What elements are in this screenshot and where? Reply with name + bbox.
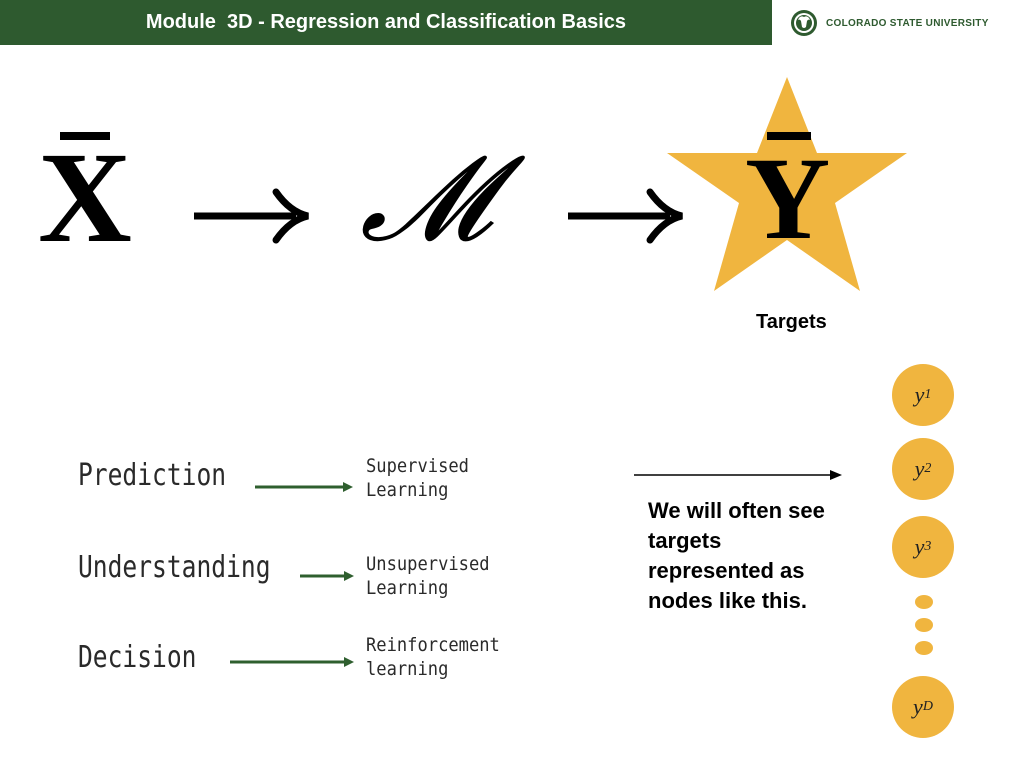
node-subscript: 1 <box>924 387 932 402</box>
output-symbol: Y <box>745 132 830 258</box>
node-base: y <box>914 534 925 559</box>
row-label-decision: Decision <box>78 640 197 675</box>
node-base: y <box>913 694 923 719</box>
model-symbol: 𝓜 <box>360 134 493 265</box>
node-base: y <box>914 382 925 407</box>
row-result-line1: Supervised <box>366 455 469 477</box>
row-result-supervised: Supervised Learning <box>366 454 469 502</box>
ellipsis-dot <box>915 641 933 655</box>
input-symbol-text: X <box>38 126 132 270</box>
node-subscript: D <box>922 699 933 714</box>
input-overbar <box>60 132 110 140</box>
row-result-line2: learning <box>366 658 449 680</box>
row-result-line2: Learning <box>366 577 449 599</box>
output-overbar <box>767 132 811 140</box>
output-symbol-text: Y <box>745 133 831 264</box>
row-result-reinforcement: Reinforcement learning <box>366 633 500 681</box>
row-result-unsupervised: Unsupervised Learning <box>366 552 490 600</box>
input-symbol: X <box>38 132 132 263</box>
green-arrow-icon <box>255 482 353 492</box>
green-arrow-icon <box>300 571 354 581</box>
row-result-line1: Unsupervised <box>366 553 490 575</box>
note-text: We will often see targets represented as… <box>648 498 825 613</box>
university-name: COLORADO STATE UNIVERSITY <box>826 17 989 29</box>
arrow-right-icon <box>194 188 309 244</box>
row-result-line2: Learning <box>366 479 449 501</box>
page-title: Module 3D - Regression and Classificatio… <box>145 11 627 33</box>
ellipsis-dot <box>915 618 933 632</box>
node-subscript: 3 <box>924 539 932 554</box>
row-result-line1: Reinforcement <box>366 634 500 656</box>
green-arrow-icon <box>230 657 354 667</box>
pointer-arrow-icon <box>634 470 842 480</box>
targets-caption: Targets <box>756 311 827 333</box>
arrow-right-icon <box>568 188 683 244</box>
ram-logo-icon <box>791 10 817 36</box>
star-shape <box>667 77 907 291</box>
ellipsis-dot <box>915 595 933 609</box>
row-label-understanding: Understanding <box>78 550 271 585</box>
header-bar <box>0 0 772 45</box>
university-logo: COLORADO STATE UNIVERSITY <box>790 7 989 39</box>
node-subscript: 2 <box>924 461 932 476</box>
node-base: y <box>914 456 925 481</box>
row-label-prediction: Prediction <box>78 458 227 493</box>
